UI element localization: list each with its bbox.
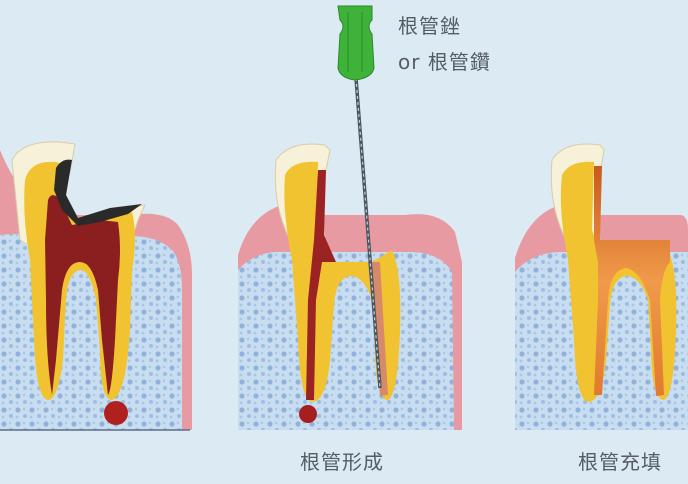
tooth-filled <box>515 143 688 430</box>
decay-cavity <box>54 159 142 226</box>
apex-lesion <box>299 405 317 423</box>
bone <box>238 251 454 430</box>
caption-shaping: 根管形成 <box>300 450 384 474</box>
dentin <box>560 161 677 402</box>
infected-pulp <box>45 195 120 395</box>
tooth-infected <box>0 141 192 431</box>
instrument-label-file: 根管銼 <box>398 14 461 38</box>
endodontic-file <box>337 5 382 389</box>
canal-residual <box>306 170 336 400</box>
root-filling <box>594 166 670 396</box>
instrument-label-drill: or 根管鑽 <box>398 50 491 74</box>
file-handle <box>337 5 375 81</box>
caption-filling: 根管充填 <box>578 450 662 474</box>
tooth-shaping <box>238 5 462 430</box>
abscess <box>104 401 128 425</box>
